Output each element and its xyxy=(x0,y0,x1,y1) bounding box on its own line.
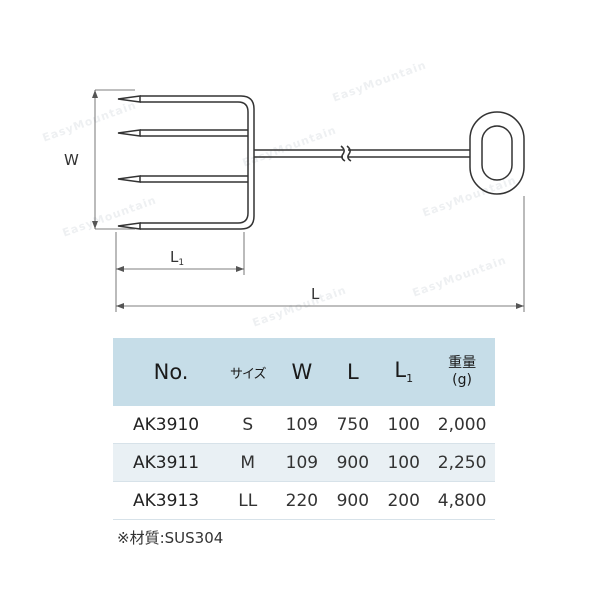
header-l1: L1 xyxy=(394,358,414,386)
fork-tines xyxy=(140,95,255,230)
table-row: AK3910 S 109 750 100 2,000 xyxy=(113,406,495,444)
cell-w: 220 xyxy=(285,490,319,511)
cell-l1: 100 xyxy=(387,452,420,473)
cell-weight: 2,000 xyxy=(437,414,487,435)
table-header-row: No. サイズ W L L1 重量(g) xyxy=(113,338,495,406)
cell-model: AK3910 xyxy=(133,414,200,435)
dimension-w xyxy=(92,89,135,230)
cell-weight: 2,250 xyxy=(437,452,487,473)
cell-l1: 100 xyxy=(387,414,420,435)
header-w: W xyxy=(291,360,313,384)
cell-l: 750 xyxy=(336,414,370,435)
cell-model: AK3913 xyxy=(133,490,200,511)
cell-size: M xyxy=(240,452,256,473)
fork-handle xyxy=(469,111,525,195)
cell-l: 900 xyxy=(336,452,370,473)
header-l: L xyxy=(346,360,359,384)
cell-size: LL xyxy=(238,490,258,511)
dimension-l1 xyxy=(115,232,245,275)
table-row: AK3913 LL 220 900 200 4,800 xyxy=(113,482,495,520)
spec-table: No. サイズ W L L1 重量(g) AK3910 S 109 750 10… xyxy=(113,338,495,520)
fork-dimension-diagram: W L1 L xyxy=(64,89,525,312)
dimension-l xyxy=(115,196,525,312)
cell-w: 109 xyxy=(285,414,319,435)
header-size: サイズ xyxy=(229,366,267,382)
cell-model: AK3911 xyxy=(133,452,200,473)
dim-label-w: W xyxy=(64,151,79,169)
dim-label-l1: L1 xyxy=(170,248,184,268)
table-row: AK3911 M 109 900 100 2,250 xyxy=(113,443,495,482)
header-no: No. xyxy=(153,360,189,384)
tine-points xyxy=(117,95,141,230)
cell-w: 109 xyxy=(285,452,319,473)
fork-shaft xyxy=(254,145,470,162)
cell-size: S xyxy=(242,414,254,435)
material-note: ※材質:SUS304 xyxy=(117,529,224,547)
cell-l1: 200 xyxy=(387,490,420,511)
dim-label-l: L xyxy=(311,285,320,303)
cell-weight: 4,800 xyxy=(437,490,487,511)
cell-l: 900 xyxy=(336,490,370,511)
header-weight: 重量(g) xyxy=(448,355,477,388)
